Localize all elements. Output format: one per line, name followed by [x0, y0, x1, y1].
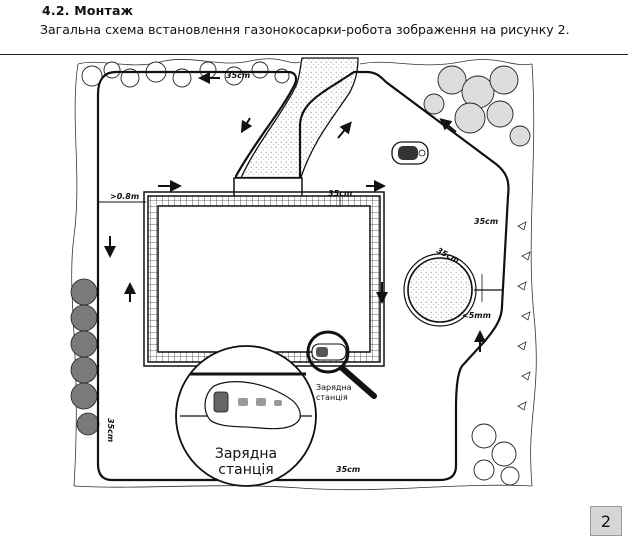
section-heading: 4.2. Монтаж: [42, 3, 134, 18]
house-wire: [143, 191, 385, 367]
garden-hedge: [71, 58, 537, 491]
header-divider: [0, 54, 628, 55]
station-label-big-line2: станція: [218, 462, 273, 478]
station-zoom-circle: [175, 345, 317, 487]
station-label-small-line2: станція: [316, 393, 348, 402]
page-number: 2: [590, 506, 622, 536]
boundary-wire: [96, 70, 510, 482]
label-right-wire: 35cm: [474, 217, 498, 226]
station-label-small-line1: Зарядна: [316, 383, 352, 392]
tree: [403, 253, 502, 327]
label-house-wire: 35cm: [328, 189, 352, 198]
label-left-wire: 35cm: [106, 418, 115, 442]
direction-arrows: [104, 72, 486, 352]
house: [157, 205, 371, 353]
bushes-top-left: [81, 61, 290, 88]
charging-station-small-icon: [311, 343, 347, 361]
section-intro: Загальна схема встановлення газонокосарк…: [40, 22, 570, 37]
robot-mower-icon: [391, 141, 429, 165]
bushes-bottom-right: [471, 423, 520, 486]
leaves-right: [517, 221, 531, 411]
bushes-left: [70, 278, 100, 436]
paved-path: [238, 57, 359, 181]
distance-guides: [97, 196, 341, 207]
label-tree-gap: <5mm: [462, 311, 491, 320]
label-left-gap: >0.8m: [110, 192, 139, 201]
station-label-big-line1: Зарядна: [215, 446, 277, 462]
installation-diagram: Зарядна станція Зарядна станція 35cm 35c…: [70, 57, 537, 491]
label-top-wire: 35cm: [226, 71, 250, 80]
label-bottom-wire: 35cm: [336, 465, 360, 474]
shrubs-top-right: [423, 65, 531, 147]
magnifier-icon: [306, 330, 377, 399]
